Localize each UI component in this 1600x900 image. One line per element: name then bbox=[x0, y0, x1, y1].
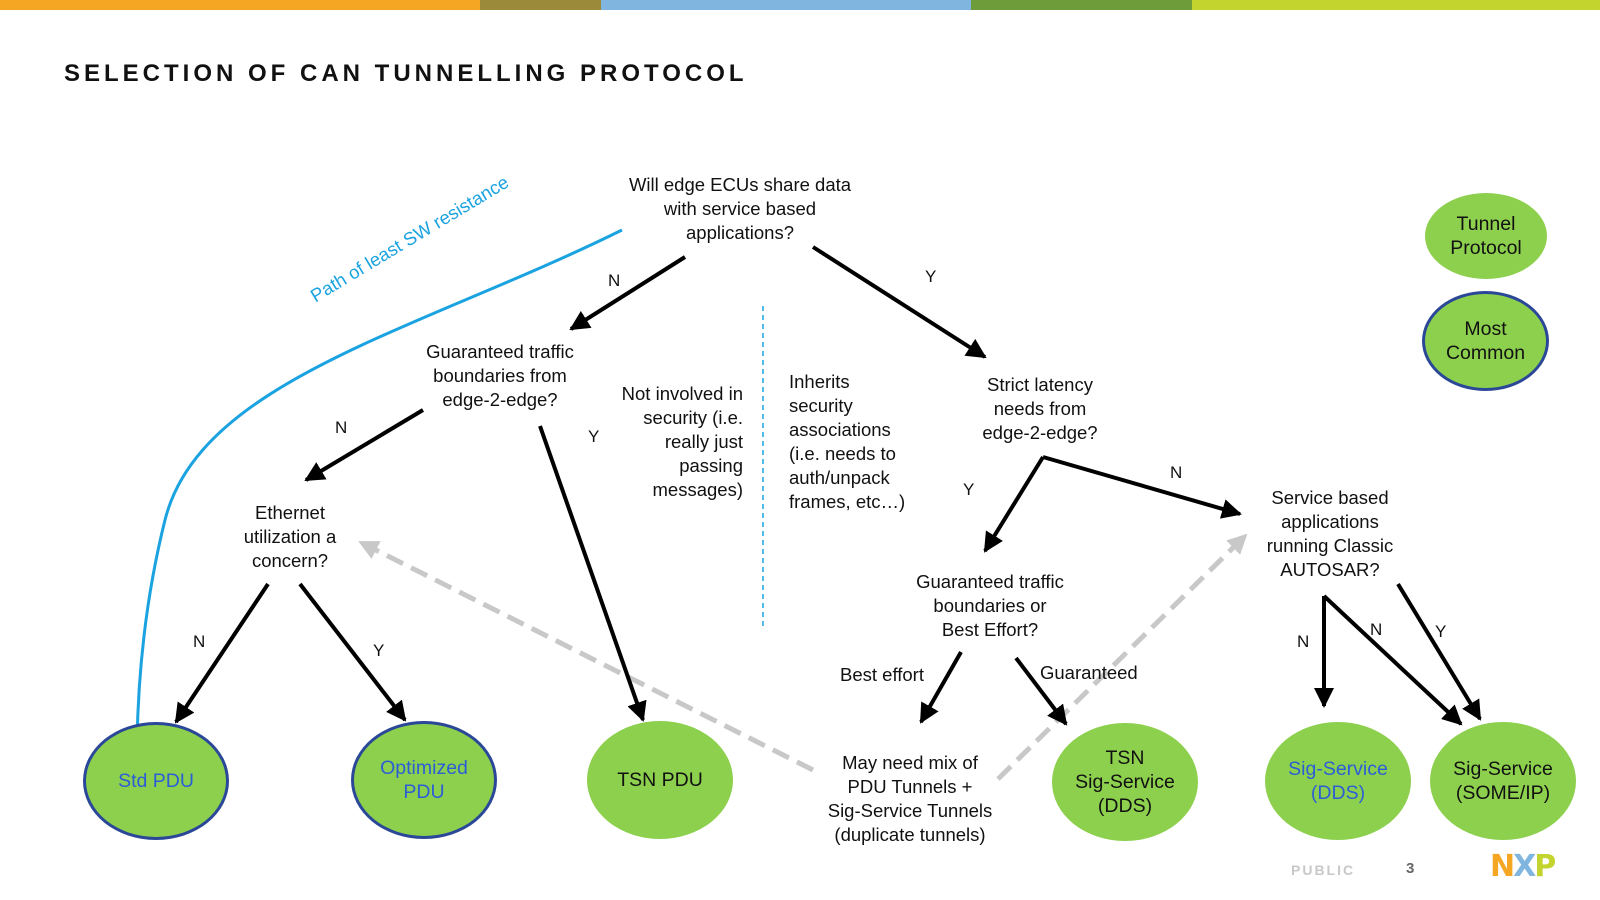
outcome-tsn-sig-service-label: TSN Sig-Service (DDS) bbox=[1075, 747, 1175, 817]
arrow-best-effort bbox=[919, 651, 963, 724]
outcome-optimized-pdu-label: Optimized PDU bbox=[380, 757, 468, 803]
arrow-q2-n bbox=[304, 408, 425, 482]
arrow-q4-y bbox=[983, 455, 1045, 553]
edge-label-q6-n1: N bbox=[1297, 632, 1310, 651]
edge-label-q1-n: N bbox=[608, 271, 621, 290]
edge-label-q6-n2: N bbox=[1370, 620, 1383, 639]
note-not-involved: Not involved in security (i.e. really ju… bbox=[621, 383, 743, 500]
outcome-sig-service-someip-label: Sig-Service (SOME/IP) bbox=[1453, 758, 1553, 804]
arrow-guaranteed bbox=[1014, 656, 1068, 726]
dashed-arrow-to-service bbox=[996, 533, 1248, 781]
question-service-autosar: Service based applications running Class… bbox=[1266, 487, 1394, 580]
arrow-q1-n bbox=[569, 255, 687, 331]
stripe-green bbox=[971, 0, 1192, 10]
footer-page-number: 3 bbox=[1406, 860, 1415, 877]
note-mix-tunnels: May need mix of PDU Tunnels + Sig-Servic… bbox=[827, 752, 993, 845]
nxp-logo-x: X bbox=[1513, 849, 1536, 884]
edge-label-q2-y: Y bbox=[588, 427, 600, 446]
stripe-blue bbox=[601, 0, 971, 10]
edge-label-guaranteed: Guaranteed bbox=[1040, 662, 1138, 683]
legend-tunnel-protocol: Tunnel Protocol bbox=[1425, 193, 1547, 279]
outcome-std-pdu-label: Std PDU bbox=[118, 770, 194, 792]
footer-classification: PUBLIC bbox=[1291, 862, 1356, 878]
edge-label-q4-n: N bbox=[1170, 463, 1183, 482]
outcome-optimized-pdu: Optimized PDU bbox=[351, 721, 497, 839]
stripe-lime bbox=[1192, 0, 1600, 10]
question-edge-ecus: Will edge ECUs share data with service b… bbox=[628, 174, 852, 243]
outcome-sig-service-dds: Sig-Service (DDS) bbox=[1265, 722, 1411, 840]
arrow-q4-n bbox=[1042, 455, 1242, 519]
page-title: SELECTION OF CAN TUNNELLING PROTOCOL bbox=[64, 60, 748, 87]
outcome-tsn-pdu: TSN PDU bbox=[587, 721, 733, 839]
stripe-orange bbox=[0, 0, 480, 10]
edge-label-q4-y: Y bbox=[963, 480, 975, 499]
edge-label-q6-y: Y bbox=[1435, 622, 1447, 641]
edge-label-q2-n: N bbox=[335, 418, 348, 437]
outcome-std-pdu: Std PDU bbox=[83, 722, 229, 840]
arrow-q2-y bbox=[538, 425, 647, 722]
arrow-q1-y bbox=[811, 245, 987, 359]
edge-label-q3-y: Y bbox=[373, 641, 385, 660]
question-ethernet-utilization: Ethernet utilization a concern? bbox=[243, 502, 337, 571]
arrow-q6-y bbox=[1396, 582, 1482, 721]
question-guaranteed-traffic-1: Guaranteed traffic boundaries from edge-… bbox=[426, 341, 574, 410]
stripe-olive bbox=[480, 0, 601, 10]
nxp-logo: NXP bbox=[1490, 849, 1556, 884]
arrow-q3-y bbox=[298, 582, 407, 722]
nxp-logo-p: P bbox=[1534, 849, 1556, 884]
arrow-q6-n-diag bbox=[1322, 594, 1463, 726]
dashed-arrow-to-ethernet bbox=[358, 539, 815, 773]
path-of-least-resistance-curve bbox=[129, 228, 623, 746]
arrow-q3-n bbox=[174, 582, 270, 724]
edge-label-q1-y: Y bbox=[925, 267, 937, 286]
legend-most-common: Most Common bbox=[1422, 291, 1549, 391]
edge-label-best-effort: Best effort bbox=[840, 664, 924, 685]
outcome-sig-service-dds-label: Sig-Service (DDS) bbox=[1288, 758, 1388, 804]
legend-tunnel-protocol-label: Tunnel Protocol bbox=[1450, 213, 1522, 259]
edge-label-q3-n: N bbox=[193, 632, 206, 651]
question-strict-latency: Strict latency needs from edge-2-edge? bbox=[982, 374, 1098, 443]
outcome-tsn-pdu-label: TSN PDU bbox=[617, 769, 703, 791]
outcome-sig-service-someip: Sig-Service (SOME/IP) bbox=[1430, 722, 1576, 840]
note-inherits-security: Inherits security associations (i.e. nee… bbox=[789, 371, 906, 512]
nxp-logo-n: N bbox=[1490, 849, 1515, 884]
legend-most-common-label: Most Common bbox=[1445, 318, 1526, 364]
question-guaranteed-or-best: Guaranteed traffic boundaries or Best Ef… bbox=[916, 571, 1064, 640]
outcome-tsn-sig-service: TSN Sig-Service (DDS) bbox=[1052, 723, 1198, 841]
